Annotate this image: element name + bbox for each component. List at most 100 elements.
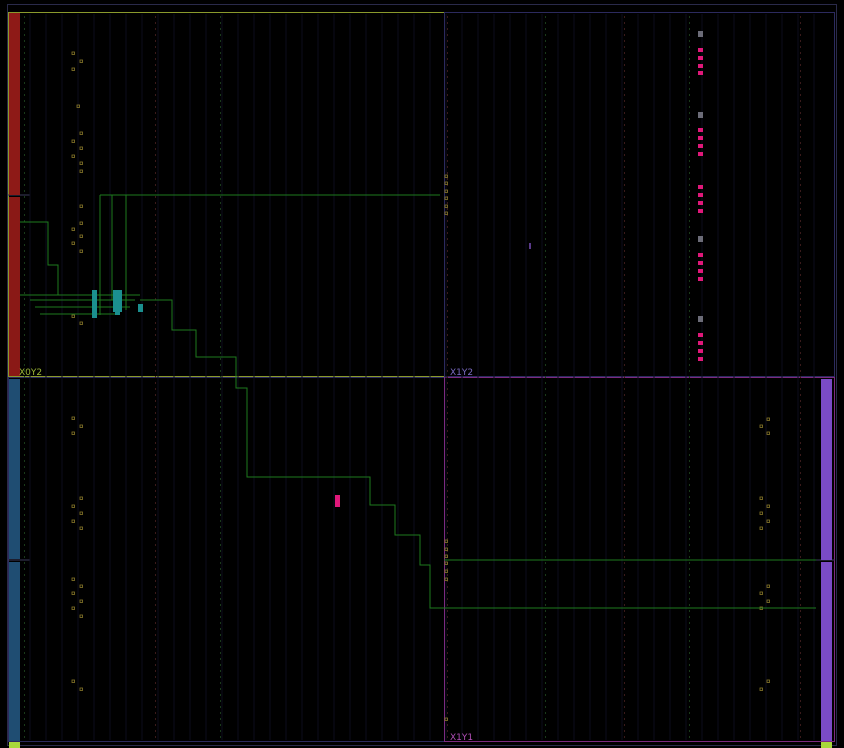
tile-column-mark [24, 226, 25, 228]
io-bank-icon[interactable] [821, 562, 832, 741]
io-bank-icon[interactable] [9, 13, 20, 195]
placed-cell-icon[interactable] [698, 56, 703, 60]
clock-region-x1y2[interactable] [444, 12, 835, 377]
tile-column-mark [24, 532, 25, 534]
placed-cell-icon[interactable] [698, 253, 703, 257]
placed-cell-icon[interactable] [698, 236, 703, 242]
route-net-icon[interactable] [20, 194, 816, 609]
tile-column-mark [800, 472, 801, 474]
tile-column-mark [447, 412, 448, 414]
placed-cell-icon[interactable] [698, 277, 703, 281]
tile-column-mark [800, 496, 801, 498]
placed-cell-icon[interactable] [698, 48, 703, 52]
tile-column-mark [624, 598, 625, 600]
tile-column-mark [545, 424, 546, 426]
tile-column-mark [800, 658, 801, 660]
tile-column-mark [689, 634, 690, 636]
tile-column-mark [447, 616, 448, 618]
tile-column-mark [24, 262, 25, 264]
tile-column-mark [624, 412, 625, 414]
placed-cell-icon[interactable] [698, 112, 703, 118]
placed-cell-icon[interactable] [698, 316, 703, 322]
placed-cell-icon[interactable] [698, 201, 703, 205]
io-bank-icon[interactable] [9, 742, 20, 748]
tile-column-mark [624, 634, 625, 636]
placed-cell-icon[interactable] [698, 128, 703, 132]
placed-cell-icon[interactable] [698, 144, 703, 148]
tile-column-mark [800, 34, 801, 36]
tile-column-mark [220, 598, 221, 600]
tile-column-mark [624, 556, 625, 558]
placed-cell-icon[interactable] [92, 290, 143, 318]
placed-cell-icon[interactable] [698, 209, 703, 213]
tile-column-mark [155, 64, 156, 66]
tile-column-mark [689, 538, 690, 540]
placed-cell-icon[interactable] [698, 152, 703, 156]
tile-column-mark [447, 430, 448, 432]
placed-cell-icon[interactable] [698, 261, 703, 265]
placed-cell-icon[interactable] [698, 64, 703, 68]
tile-column-mark [220, 250, 221, 252]
tile-column-mark [220, 58, 221, 60]
logic-cell [759, 424, 763, 428]
placed-cell-icon[interactable] [698, 269, 703, 273]
tile-column-mark [624, 418, 625, 420]
tile-column-mark [24, 568, 25, 570]
tile-column-mark [800, 706, 801, 708]
tile-columns [24, 14, 815, 740]
tile-column-mark [155, 328, 156, 330]
io-bank-icon[interactable] [9, 197, 20, 376]
tile-column-mark [689, 478, 690, 480]
placed-cell-icon[interactable] [698, 333, 703, 337]
placed-cell-icon[interactable] [698, 185, 703, 189]
placed-cell-icon[interactable] [698, 31, 703, 37]
placed-cell-icon[interactable] [335, 495, 340, 507]
tile-column-mark [24, 82, 25, 84]
tile-column-mark [447, 58, 448, 60]
tile-column-mark [689, 334, 690, 336]
tile-column-mark [624, 652, 625, 654]
tile-column-mark [800, 610, 801, 612]
placed-cell-icon[interactable] [698, 71, 703, 75]
tile-column-mark [24, 166, 25, 168]
tile-column-mark [155, 118, 156, 120]
tile-column-mark [689, 160, 690, 162]
tile-column-mark [155, 148, 156, 150]
tile-column-mark [545, 454, 546, 456]
tile-column-mark [545, 622, 546, 624]
tile-column-mark [220, 112, 221, 114]
tile-column-mark [220, 328, 221, 330]
placed-cell-icon[interactable] [698, 357, 703, 361]
tile-column-mark [155, 46, 156, 48]
logic-cell [79, 204, 83, 208]
tile-column-mark [155, 136, 156, 138]
placed-cell-icon[interactable] [698, 341, 703, 345]
tile-column-mark [800, 574, 801, 576]
tile-column-mark [800, 196, 801, 198]
tile-column-mark [800, 346, 801, 348]
placed-cell-icon[interactable] [698, 349, 703, 353]
tile-column-mark [689, 382, 690, 384]
tile-column-mark [624, 706, 625, 708]
tile-column-mark [155, 406, 156, 408]
tile-column-mark [447, 436, 448, 438]
tile-column-mark [155, 520, 156, 522]
placed-cell-icon[interactable] [698, 31, 703, 361]
tile-column-mark [624, 628, 625, 630]
io-bank-icon[interactable] [821, 742, 832, 748]
tile-column-mark [155, 364, 156, 366]
io-bank-icon[interactable] [821, 379, 832, 560]
io-bank-icon[interactable] [9, 562, 20, 741]
tile-column-mark [24, 712, 25, 714]
tile-column-mark [624, 550, 625, 552]
tile-column-mark [624, 508, 625, 510]
tile-column-mark [155, 106, 156, 108]
tile-column-mark [155, 304, 156, 306]
tile-column-mark [800, 628, 801, 630]
placed-cell-icon[interactable] [698, 193, 703, 197]
placed-cell-icon[interactable] [698, 136, 703, 140]
io-bank-icon[interactable] [9, 379, 20, 559]
tile-column-mark [624, 286, 625, 288]
tile-column-mark [155, 442, 156, 444]
